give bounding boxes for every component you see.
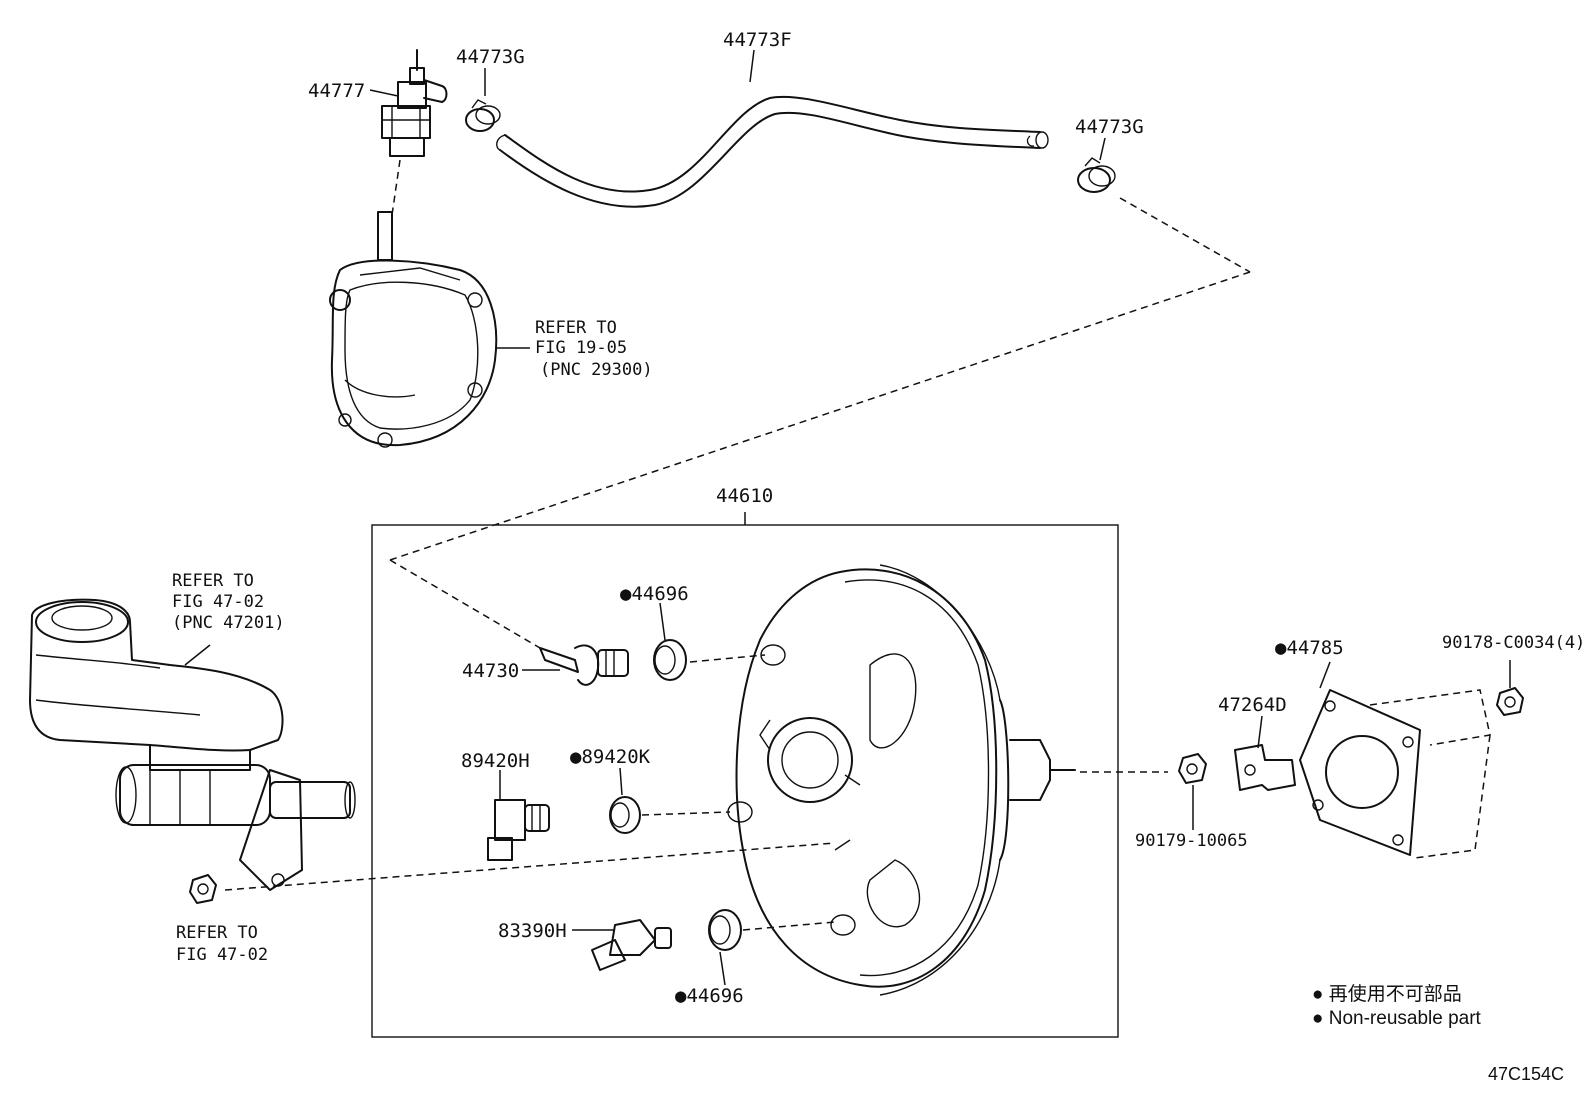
ref-note-master-cylinder: REFER TO FIG 47-02 (PNC 47201) bbox=[172, 571, 285, 633]
vacuum-pump bbox=[329, 211, 498, 448]
label-90178-c0034: 90178-C0034(4) bbox=[1442, 633, 1585, 653]
figure-code: 47C154C bbox=[1488, 1064, 1564, 1084]
ref-note-vacuum-pump: REFER TO FIG 19-05 (PNC 29300) bbox=[535, 318, 653, 380]
gasket bbox=[1299, 689, 1421, 856]
label-47264d: 47264D bbox=[1218, 694, 1287, 716]
brake-booster bbox=[727, 564, 1076, 996]
pressure-sensor bbox=[487, 799, 550, 861]
label-44696-lower: ●44696 bbox=[675, 985, 744, 1007]
hose-clamp-left bbox=[465, 99, 501, 132]
legend-line-english: ● Non-reusable part bbox=[1312, 1008, 1482, 1029]
check-valve bbox=[381, 49, 448, 157]
ref-note-nut: REFER TO FIG 47-02 bbox=[176, 923, 268, 965]
nut bbox=[189, 874, 217, 904]
master-cylinder bbox=[29, 598, 356, 891]
hose-clamp-right bbox=[1077, 157, 1116, 193]
svg-text:(PNC 47201): (PNC 47201) bbox=[172, 613, 285, 633]
label-44610: 44610 bbox=[716, 485, 773, 507]
label-90179-10065: 90179-10065 bbox=[1135, 831, 1248, 851]
bracket bbox=[1234, 744, 1296, 791]
grommet-lower bbox=[708, 909, 742, 951]
svg-text:REFER TO: REFER TO bbox=[535, 318, 617, 338]
label-44696-upper: ●44696 bbox=[620, 583, 689, 605]
label-89420k: ●89420K bbox=[570, 746, 651, 768]
legend-line-japanese: ● 再使用不可部品 bbox=[1312, 983, 1462, 1005]
label-44777: 44777 bbox=[308, 80, 365, 102]
gasket-nut bbox=[1496, 687, 1524, 716]
label-44785: ●44785 bbox=[1275, 637, 1344, 659]
svg-text:FIG 47-02: FIG 47-02 bbox=[176, 945, 268, 965]
svg-text:(PNC 29300): (PNC 29300) bbox=[540, 360, 653, 380]
legend: ● 再使用不可部品 ● Non-reusable part bbox=[1312, 983, 1482, 1029]
label-44773g-right: 44773G bbox=[1075, 116, 1144, 138]
sensor-grommet bbox=[609, 796, 641, 834]
label-89420h: 89420H bbox=[461, 750, 530, 772]
svg-text:REFER TO: REFER TO bbox=[172, 571, 254, 591]
label-44773g-left: 44773G bbox=[456, 46, 525, 68]
svg-text:FIG 47-02: FIG 47-02 bbox=[172, 592, 264, 612]
vacuum-switch bbox=[591, 919, 672, 971]
svg-text:FIG 19-05: FIG 19-05 bbox=[535, 338, 627, 358]
grommet-upper bbox=[653, 639, 687, 681]
label-44730: 44730 bbox=[462, 660, 519, 682]
vacuum-hose bbox=[496, 95, 1049, 208]
svg-text:REFER TO: REFER TO bbox=[176, 923, 258, 943]
booster-assembly-frame bbox=[371, 524, 1119, 1038]
label-83390h: 83390H bbox=[498, 920, 567, 942]
vacuum-connector bbox=[539, 644, 629, 686]
booster-nut bbox=[1178, 753, 1207, 784]
label-44773f: 44773F bbox=[723, 29, 792, 51]
